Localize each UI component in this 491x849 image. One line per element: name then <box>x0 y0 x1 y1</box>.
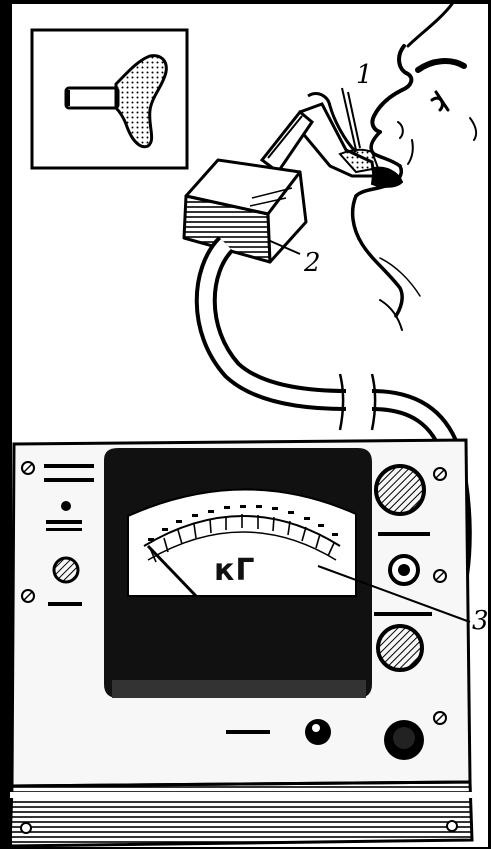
callout-2-label: 2 <box>304 250 321 276</box>
callout-3-label: 3 <box>472 608 489 634</box>
mouthpiece-inset <box>32 30 187 168</box>
meter-unit-label: кГ <box>214 556 255 586</box>
callout-1-label: 1 <box>356 62 373 88</box>
